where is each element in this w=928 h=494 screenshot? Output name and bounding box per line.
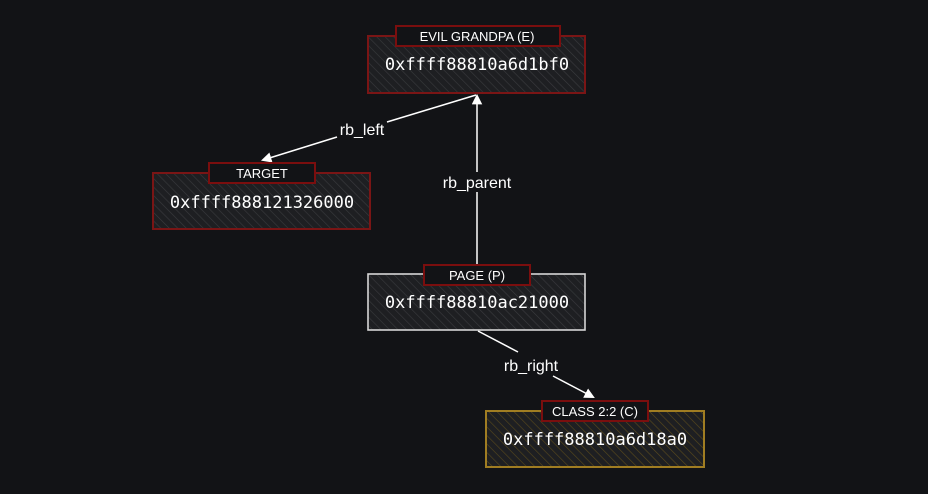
node-page-label: PAGE (P): [449, 268, 505, 283]
node-class-label: CLASS 2:2 (C): [552, 404, 638, 419]
node-evil-grandpa-address: 0xffff88810a6d1bf0: [385, 55, 569, 75]
node-target-label: TARGET: [236, 166, 288, 181]
node-target-address: 0xffff888121326000: [170, 193, 354, 213]
node-evil-grandpa-label: EVIL GRANDPA (E): [420, 29, 535, 44]
edge-rb-parent-label: rb_parent: [443, 175, 512, 192]
node-target: TARGET 0xffff888121326000: [152, 162, 371, 230]
edge-rb-left-line-lower: [260, 136, 338, 163]
node-evil-grandpa: EVIL GRANDPA (E) 0xffff88810a6d1bf0: [367, 25, 586, 94]
node-evil-grandpa-label-box: [395, 25, 561, 47]
node-class-address: 0xffff88810a6d18a0: [503, 430, 687, 450]
node-class: CLASS 2:2 (C) 0xffff88810a6d18a0: [485, 400, 705, 468]
edge-rb-parent: rb_parent: [443, 93, 512, 265]
edge-rb-right: rb_right: [477, 330, 595, 398]
node-page-label-box: [423, 264, 531, 286]
node-page-address: 0xffff88810ac21000: [385, 293, 569, 313]
edge-rb-left: rb_left: [260, 94, 477, 163]
edge-rb-left-line: [386, 94, 477, 123]
node-class-label-box: [541, 400, 649, 422]
node-target-label-box: [208, 162, 316, 184]
node-page: PAGE (P) 0xffff88810ac21000: [367, 264, 586, 331]
edge-rb-right-label: rb_right: [504, 358, 559, 375]
edge-rb-right-line-upper: [477, 330, 519, 353]
edge-rb-right-line-lower: [552, 375, 595, 398]
edge-rb-left-label: rb_left: [340, 122, 385, 139]
